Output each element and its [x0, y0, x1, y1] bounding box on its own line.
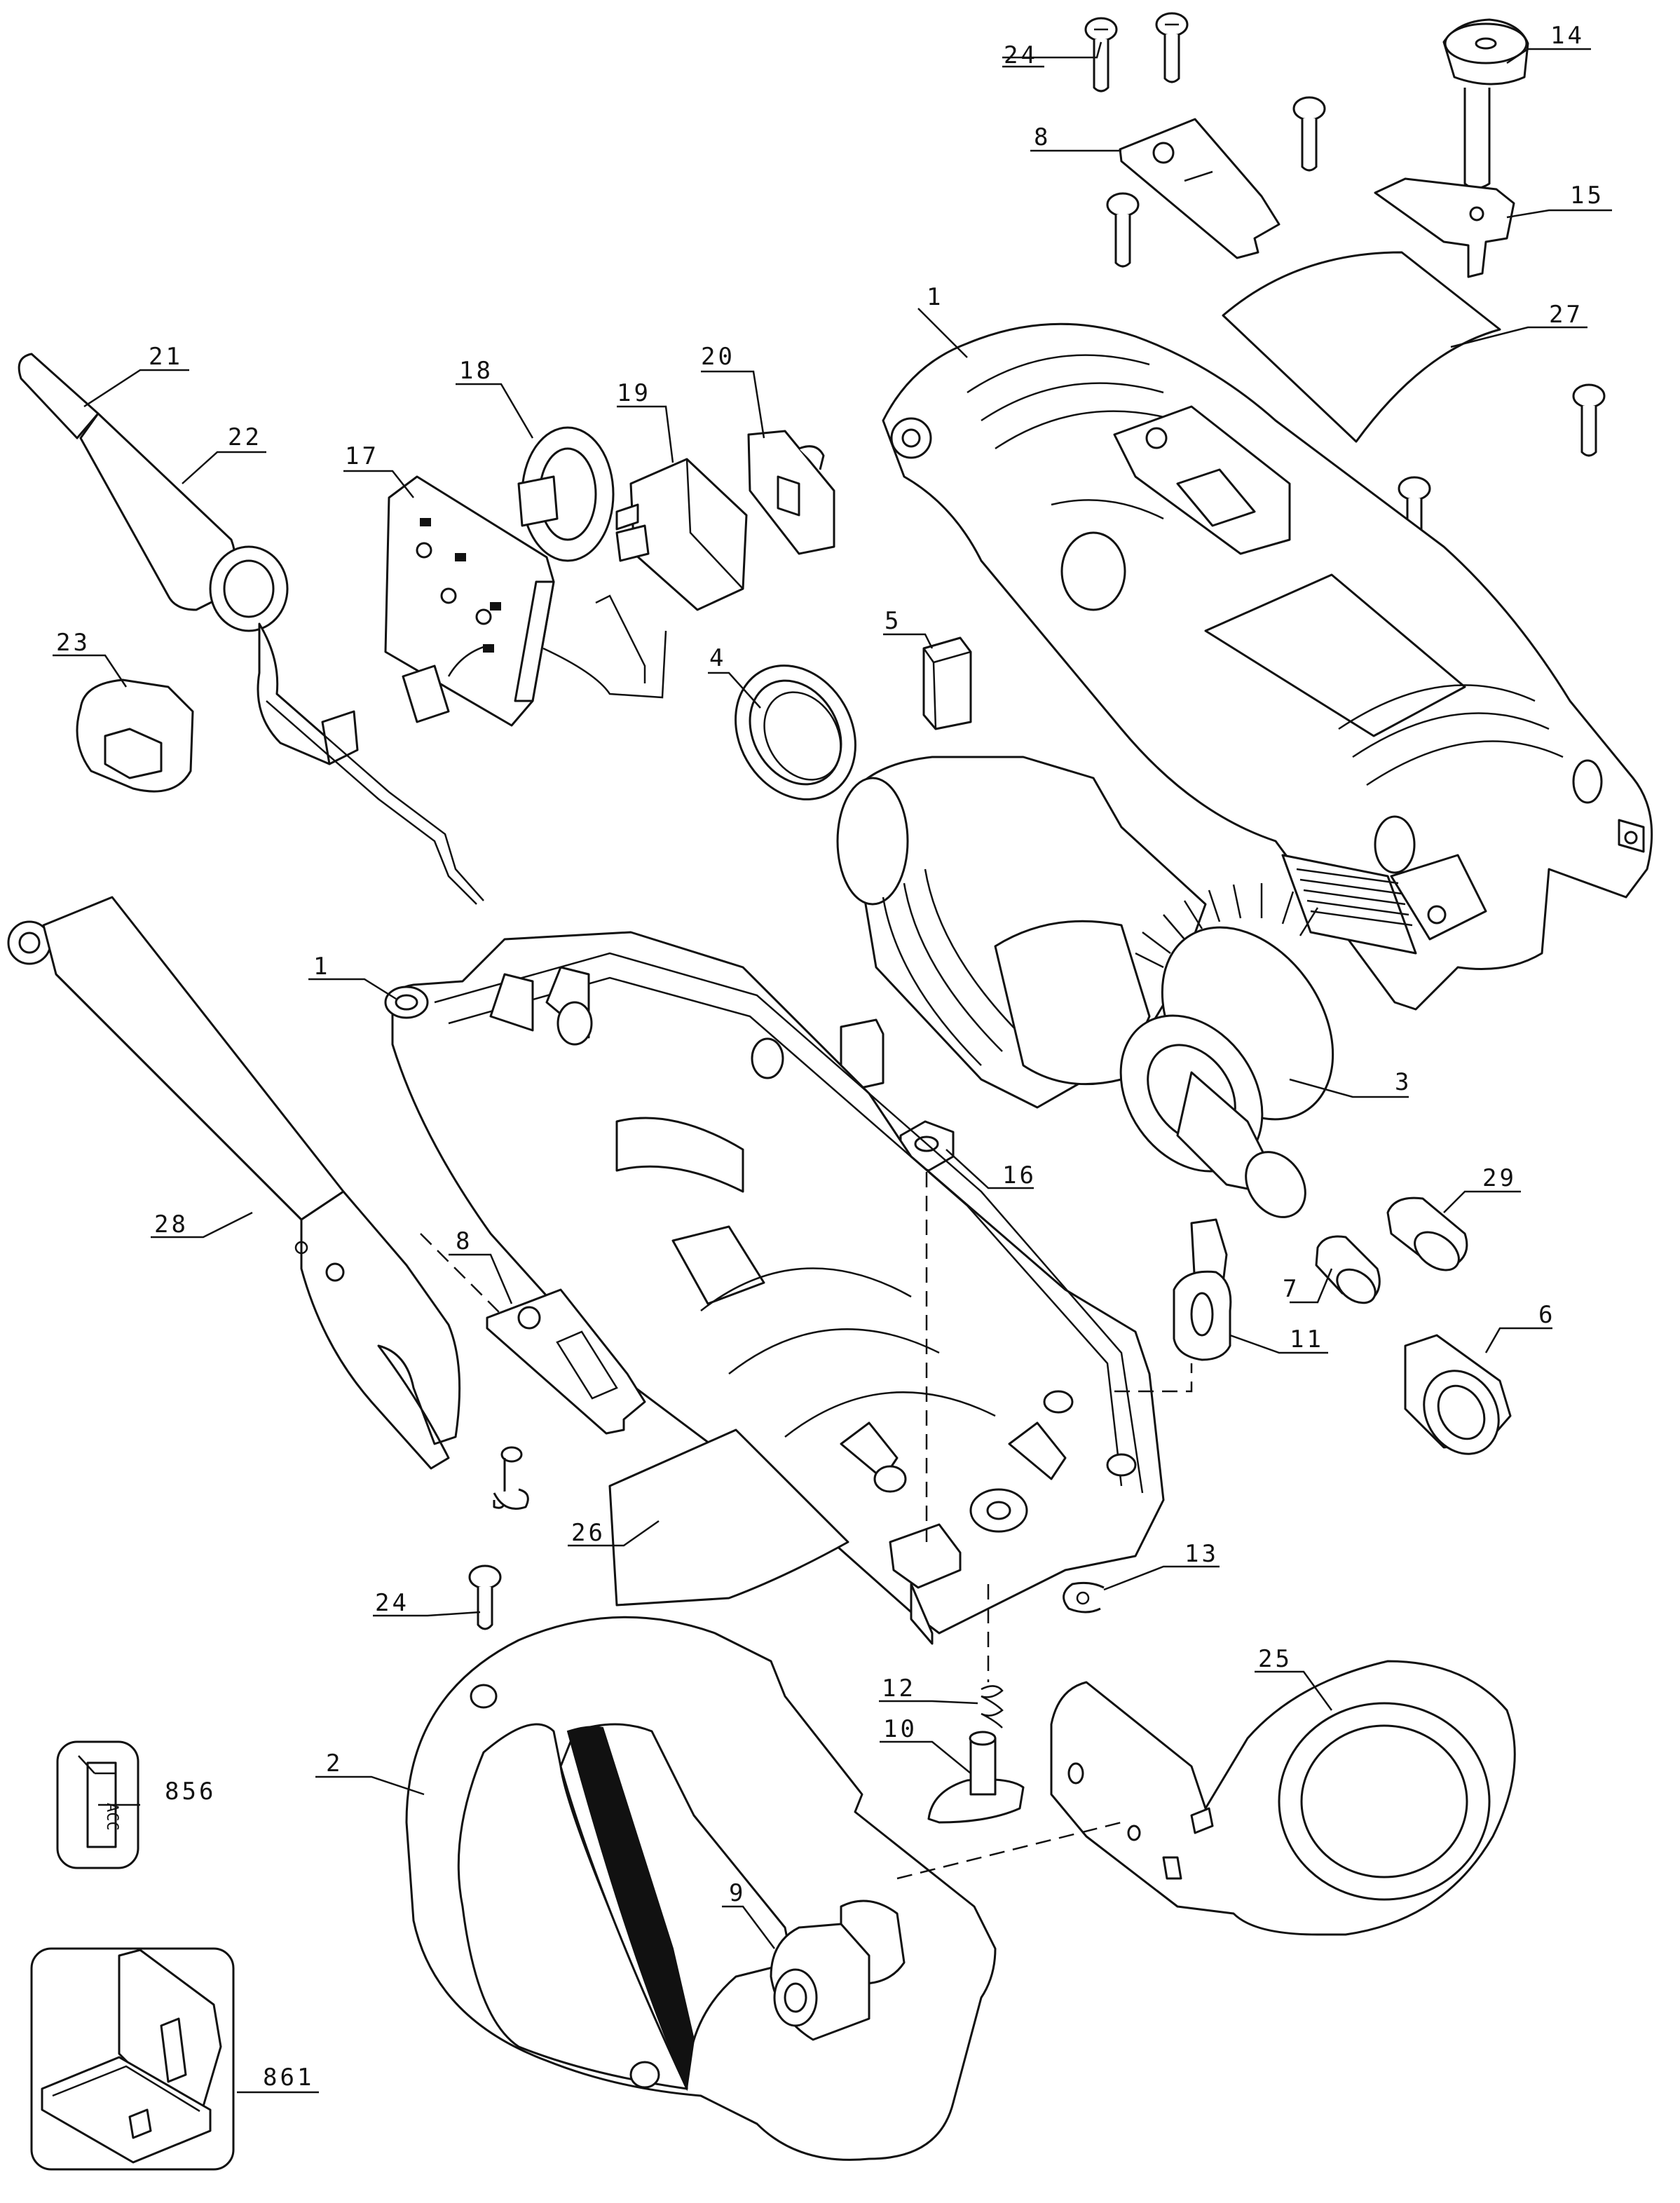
bracket-plate [1374, 177, 1515, 278]
screw-mid-left [1106, 192, 1140, 268]
callout-856: 856 [165, 1778, 216, 1806]
spring [981, 1685, 1004, 1728]
adjustment-knob [1442, 18, 1529, 189]
callout-5: 5 [885, 607, 901, 635]
callout-6: 6 [1538, 1301, 1555, 1329]
callout-23: 23 [56, 629, 90, 657]
alignment-lines [420, 1172, 1193, 1880]
bearing-ring [735, 664, 856, 800]
callout-2: 2 [326, 1750, 343, 1778]
callout-12: 12 [882, 1675, 916, 1703]
switch-cover [747, 430, 835, 555]
label-plate-856 [56, 1740, 139, 1869]
callout-25: 25 [1258, 1645, 1292, 1673]
callout-24-top: 24 [1004, 41, 1038, 69]
callout-18: 18 [459, 357, 493, 385]
pin-lower [493, 1446, 529, 1510]
spindle-lock-pin [1173, 1218, 1232, 1361]
label-decal-27 [1222, 251, 1501, 443]
callout-29: 29 [1482, 1164, 1517, 1192]
callout-15: 15 [1570, 182, 1604, 210]
power-cord [18, 353, 484, 905]
callout-8-lower: 8 [456, 1227, 472, 1255]
callout-17: 17 [345, 442, 379, 470]
circuit-board [384, 475, 667, 727]
callout-4: 4 [709, 644, 726, 672]
cord-clamp [76, 678, 194, 793]
motor-armature [836, 756, 1334, 1218]
e-clip [1063, 1581, 1105, 1614]
switch-plate-top [1119, 118, 1281, 259]
callout-1-top: 1 [927, 283, 943, 311]
carbon-brush [922, 636, 972, 730]
callout-24-lower: 24 [375, 1589, 409, 1617]
speed-dial [517, 426, 615, 562]
screw-top-left [1084, 17, 1118, 93]
callout-11: 11 [1290, 1325, 1324, 1353]
guard [1050, 1660, 1516, 1936]
callout-13: 13 [1184, 1540, 1219, 1568]
callout-8-top: 8 [1034, 123, 1051, 151]
collet-7 [1315, 1235, 1381, 1304]
callout-9: 9 [729, 1879, 746, 1907]
label-decal-26 [608, 1428, 849, 1607]
screw-top-mid [1155, 12, 1189, 83]
leader-lines [53, 41, 1612, 2094]
collet-29 [1386, 1196, 1468, 1271]
screw-right [1572, 383, 1606, 457]
switch-plate-lower [486, 1288, 646, 1435]
lock-button [927, 1731, 1025, 1824]
callout-28: 28 [154, 1210, 189, 1239]
wrench [7, 896, 461, 1470]
switch-block [595, 458, 748, 683]
callout-3: 3 [1395, 1068, 1412, 1096]
handle [405, 1616, 997, 2161]
callout-19: 19 [617, 379, 651, 407]
screw-top-right [1292, 96, 1326, 172]
callout-1-lower: 1 [313, 953, 330, 981]
carrying-case [30, 1947, 235, 2171]
callout-10: 10 [883, 1715, 917, 1743]
callout-16: 16 [1002, 1161, 1037, 1189]
callout-22: 22 [228, 423, 262, 451]
callout-26: 26 [571, 1519, 606, 1547]
motor-housing-lower [384, 931, 1165, 1645]
part-callouts: 24 14 8 15 1 27 21 18 20 22 19 17 5 23 4… [56, 22, 1604, 2092]
callout-14: 14 [1550, 22, 1585, 50]
callout-861: 861 [263, 2064, 314, 2092]
callout-20: 20 [701, 343, 735, 371]
callout-7: 7 [1283, 1275, 1299, 1303]
callout-21: 21 [149, 343, 183, 371]
screw-lower [468, 1564, 502, 1630]
callout-27: 27 [1549, 301, 1583, 329]
motor-housing-upper [882, 322, 1653, 1011]
label-plate-text: ACC [103, 1803, 121, 1831]
collet-nut [1404, 1334, 1512, 1455]
